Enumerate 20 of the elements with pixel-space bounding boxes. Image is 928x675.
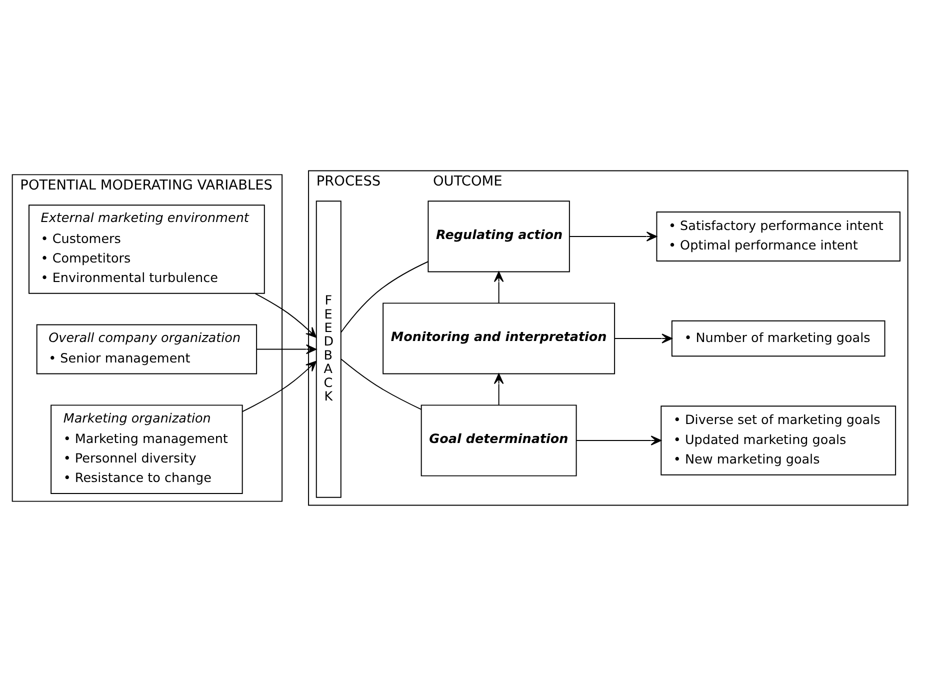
arrow <box>569 231 658 241</box>
node-box: Goal determination <box>420 404 577 476</box>
node-box: FEEDBACK <box>316 200 342 498</box>
arrow <box>256 344 317 354</box>
node-box: • Number of marketing goals <box>671 320 886 356</box>
node-box: Overall company organization • Senior management <box>36 324 258 374</box>
arrow <box>494 372 504 406</box>
arrow <box>254 292 317 338</box>
connector <box>340 260 429 332</box>
node-box: Regulating action <box>428 200 570 272</box>
connector <box>340 358 422 410</box>
arrow <box>614 333 672 343</box>
node-box: Marketing organization • Marketing management • Personnel diversity • Resistance to change <box>50 404 243 494</box>
node-box: External marketing environment • Customers • Competitors • Environmental turbulence <box>28 204 265 294</box>
node-box: Monitoring and interpretation <box>382 302 616 374</box>
arrow <box>576 435 662 445</box>
arrow <box>242 360 317 412</box>
node-box: • Diverse set of marketing goals • Updated marketing goals • New marketing goals <box>660 405 896 475</box>
arrow <box>494 270 504 304</box>
node-box: • Satisfactory performance intent • Optimal performance intent <box>656 210 900 261</box>
